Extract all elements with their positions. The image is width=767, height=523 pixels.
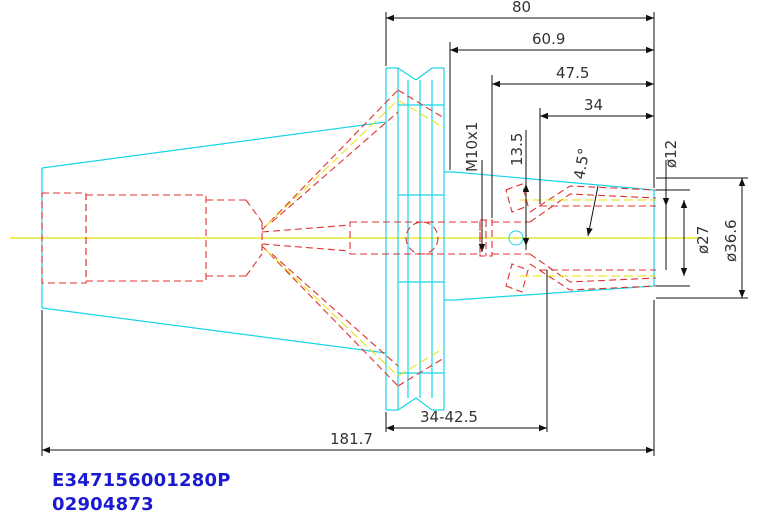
dim-60-9: 60.9 (532, 30, 565, 48)
dim-dia12: ø12 (662, 140, 680, 168)
dim-13-5: 13.5 (508, 133, 526, 166)
dim-angle: 4.5° (570, 147, 593, 181)
dim-47-5: 47.5 (556, 64, 589, 82)
tool-outline (41, 67, 655, 411)
dim-dia36-6: ø36.6 (722, 219, 740, 262)
part-number: E347156001280P (52, 470, 231, 491)
dim-m10x1: M10x1 (463, 122, 481, 172)
dim-34: 34 (584, 96, 603, 114)
dim-dia27: ø27 (694, 226, 712, 254)
dim-total: 181.7 (330, 430, 373, 448)
technical-drawing: 80 60.9 47.5 34 M10x1 13.5 4.5° ø12 ø27 … (10, 0, 748, 456)
channel-centerlines (265, 99, 656, 377)
dimension-lines (41, 12, 748, 456)
hidden-lines (41, 89, 657, 387)
dim-80: 80 (512, 0, 531, 16)
item-code: 02904873 (52, 494, 154, 515)
dim-range: 34-42.5 (420, 408, 478, 426)
